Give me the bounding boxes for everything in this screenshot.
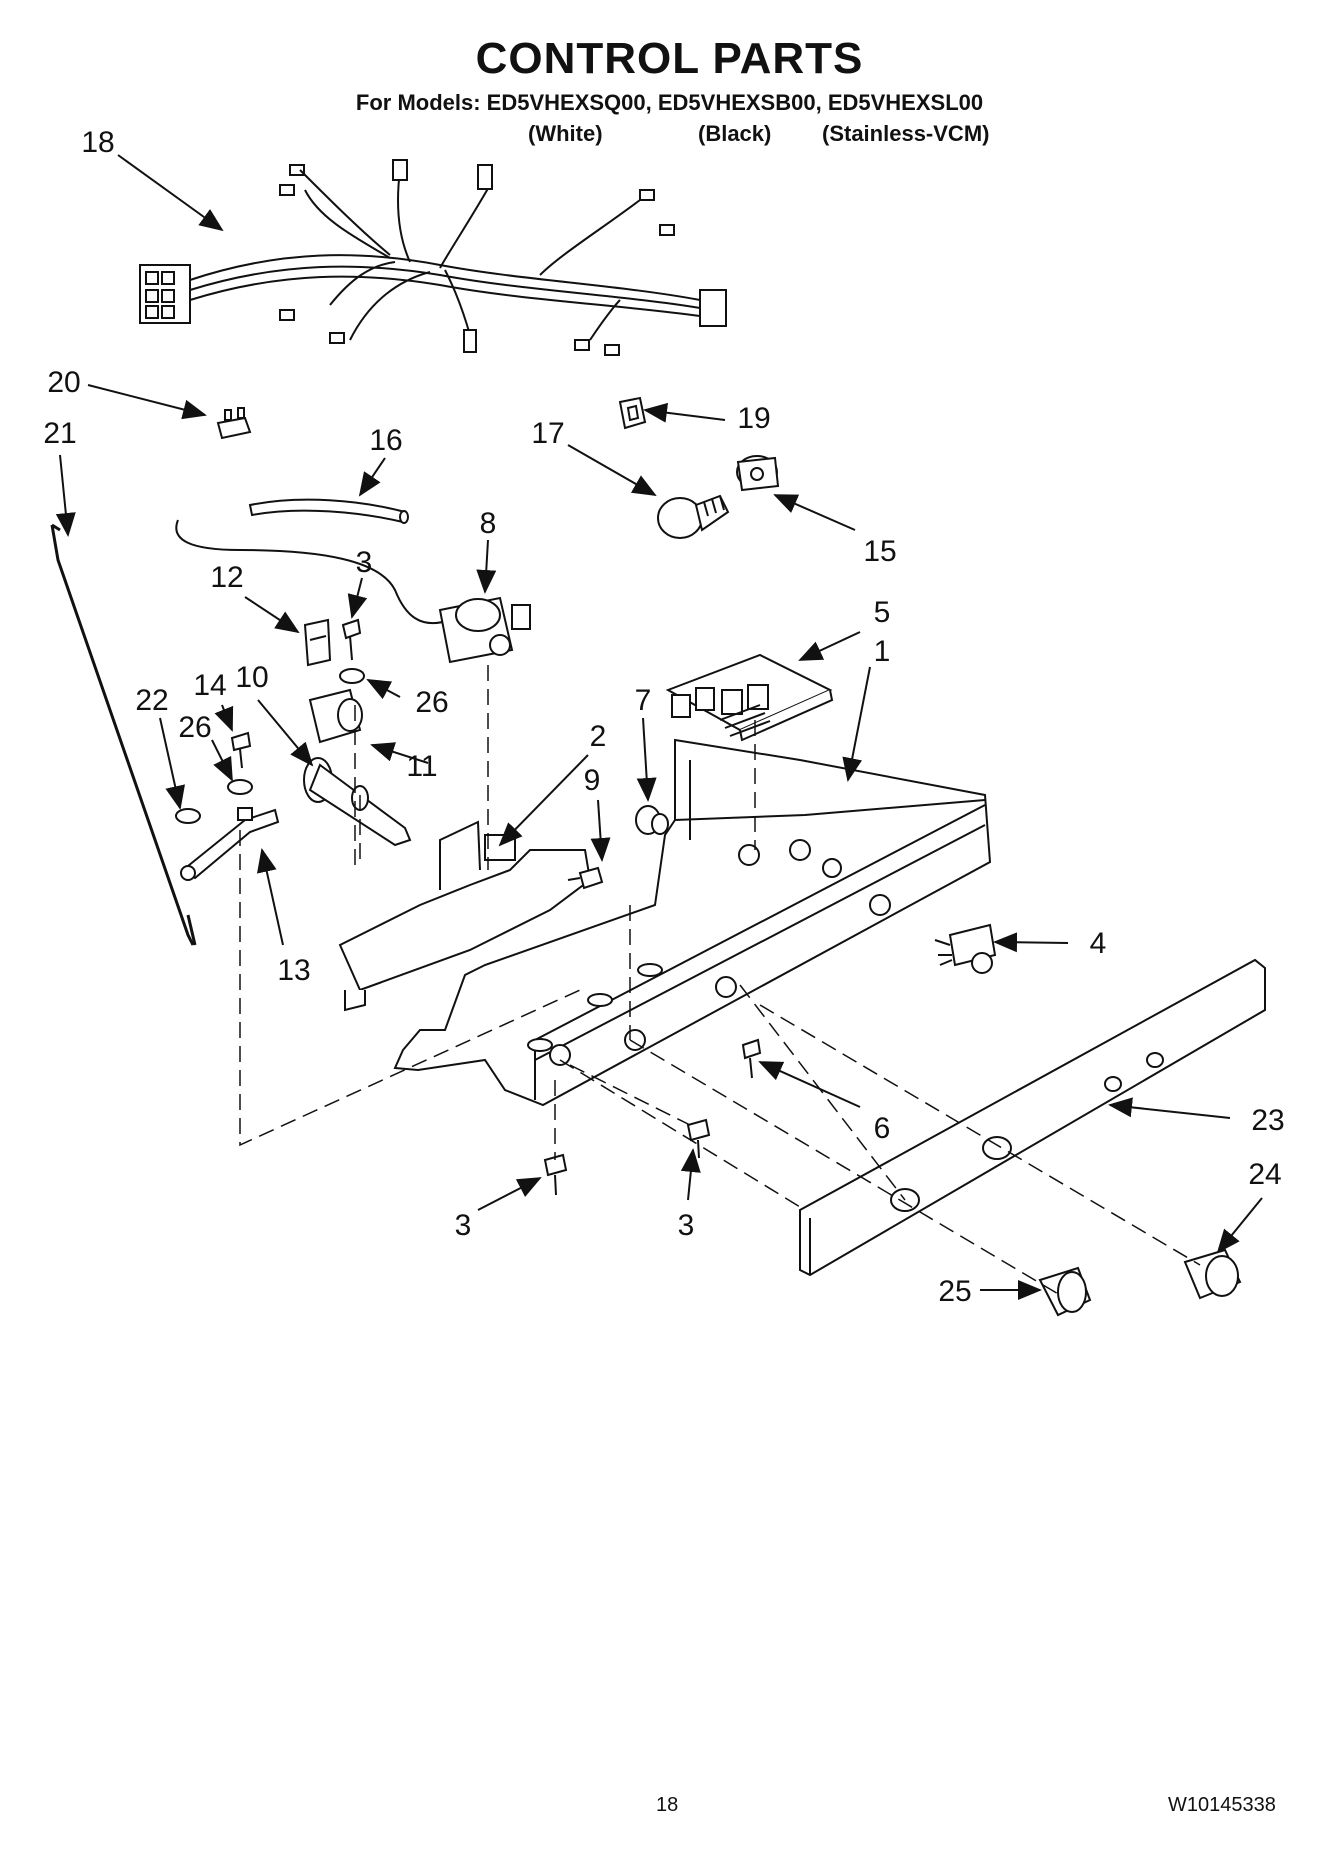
control-board: [665, 653, 834, 742]
callout-5: 5: [874, 596, 891, 629]
capillary-line: [175, 519, 451, 625]
callout-23: 23: [1251, 1104, 1284, 1137]
callout-16: 16: [369, 424, 402, 457]
callout-26-top: 26: [415, 686, 448, 719]
callout-14: 14: [193, 669, 226, 702]
page-number: 18: [656, 1794, 679, 1816]
washer-26-top: [339, 668, 365, 684]
screw-3-bottom-left: [543, 1153, 568, 1196]
bracket-2: [338, 820, 592, 1012]
assembly-lines: [239, 665, 1201, 1296]
switch-4: [934, 923, 997, 974]
callout-6: 6: [874, 1112, 891, 1145]
models-line: For Models: ED5VHEXSQ00, ED5VHEXSB00, ED…: [355, 90, 984, 115]
knob-25: [1038, 1266, 1092, 1317]
callout-3-top: 3: [356, 546, 373, 579]
variant-white: (White): [528, 121, 603, 146]
thermostat-shaft-10: [303, 757, 412, 847]
variant-stainless: (Stainless-VCM): [822, 121, 990, 146]
panel-trim-23: [799, 958, 1266, 1277]
tube-16: [248, 498, 409, 524]
clip-20: [216, 407, 252, 440]
screw-14: [230, 731, 252, 769]
bracket-12: [303, 618, 332, 667]
wire-harness: [139, 159, 727, 356]
bracket-11: [308, 688, 363, 744]
callout-1: 1: [874, 635, 891, 668]
callout-10: 10: [235, 661, 268, 694]
rod-21: [50, 523, 197, 946]
callout-labels: 18 20 21 16 19 17 15 12 3 8 5 1 14 10 26…: [43, 126, 1284, 1308]
callout-2: 2: [590, 720, 607, 753]
callout-3-bottom-left: 3: [455, 1209, 472, 1242]
button-7: [635, 805, 669, 835]
washer-22: [175, 808, 201, 824]
lamp-socket: [736, 455, 780, 492]
callout-25: 25: [938, 1275, 971, 1308]
callout-13: 13: [277, 954, 310, 987]
light-bulb: [657, 494, 730, 539]
clip-19: [618, 396, 647, 430]
callout-26-left: 26: [178, 711, 211, 744]
leader-lines: [55, 154, 1263, 1300]
callout-19: 19: [737, 402, 770, 435]
screw-3-bottom-right: [686, 1118, 711, 1159]
callout-4: 4: [1090, 927, 1107, 960]
screw-9: [567, 866, 604, 890]
callout-9: 9: [584, 764, 601, 797]
callout-20: 20: [47, 366, 80, 399]
variant-black: (Black): [698, 121, 772, 146]
callout-15: 15: [863, 535, 896, 568]
callout-17: 17: [531, 417, 564, 450]
screw-6: [741, 1038, 762, 1079]
callout-11: 11: [406, 750, 437, 783]
screw-3-top: [341, 618, 362, 661]
thermostat-8: [438, 596, 531, 664]
callout-21: 21: [43, 417, 76, 450]
lever-13: [180, 807, 280, 881]
callout-12: 12: [210, 561, 243, 594]
callout-8: 8: [480, 507, 497, 540]
callout-18: 18: [81, 126, 114, 159]
callout-7: 7: [635, 684, 652, 717]
callout-22: 22: [135, 684, 168, 717]
washer-26-left: [227, 779, 253, 795]
callout-3-bottom-right: 3: [678, 1209, 695, 1242]
knob-24: [1183, 1248, 1242, 1300]
callout-24: 24: [1248, 1158, 1281, 1191]
page-title: CONTROL PARTS: [475, 34, 864, 83]
document-number: W10145338: [1168, 1794, 1276, 1816]
